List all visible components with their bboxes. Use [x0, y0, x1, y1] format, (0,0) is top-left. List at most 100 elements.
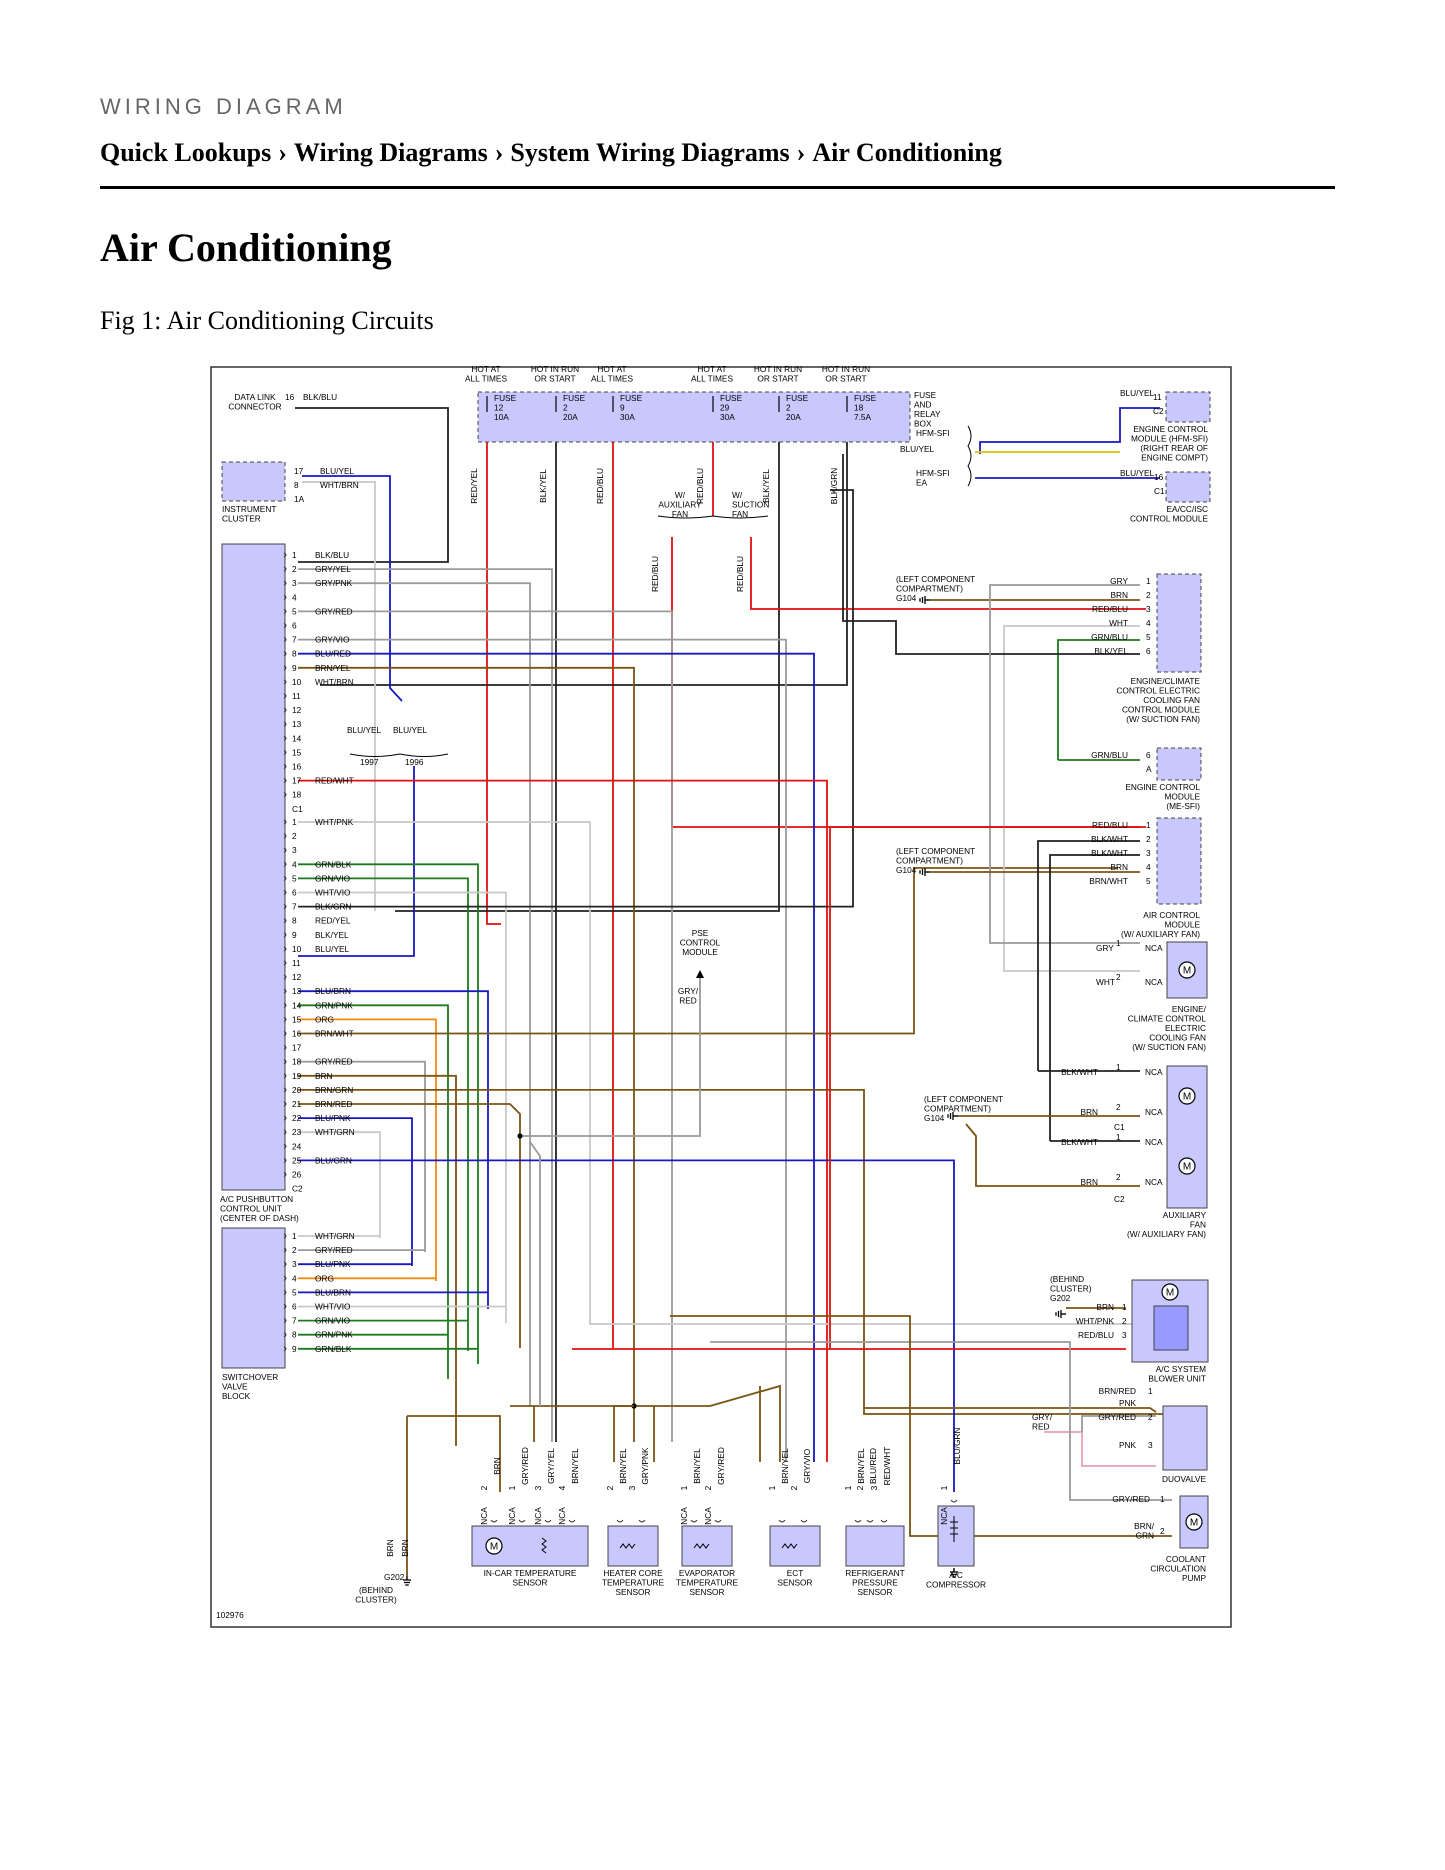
pin-number: 2: [1148, 1412, 1153, 1422]
pin-terminal: [283, 819, 287, 825]
wire-gry-pnk: [298, 582, 531, 1406]
wire-label: BLK/WHT: [1091, 848, 1128, 858]
pin-terminal: [690, 1519, 698, 1523]
sensor-5: [937, 1505, 975, 1567]
pin-number: 16: [1154, 472, 1164, 482]
wire-label: BLU/GRN: [952, 1428, 962, 1465]
wire-blk-grn: [320, 442, 848, 686]
pin-number: 2: [292, 564, 297, 574]
wire-label: GRN/VIO: [315, 1316, 351, 1326]
wire-grn-blu: [1057, 639, 1140, 760]
wire-label: BLU/RED: [315, 649, 351, 659]
pin-number: 5: [1146, 632, 1151, 642]
pin-terminal: [854, 1519, 862, 1523]
pin-number: 8: [294, 480, 299, 490]
wire-label: BLK/YEL: [315, 930, 349, 940]
pin-number: 1: [1116, 938, 1121, 948]
year-label: 1996: [405, 757, 424, 767]
pin-number: 12: [292, 972, 302, 982]
pin-terminal: [616, 1519, 624, 1523]
wire-gry-vio: [298, 638, 787, 1462]
breadcrumb-quick-lookups[interactable]: Quick Lookups: [100, 138, 272, 167]
wire-label: WHT/BRN: [320, 480, 359, 490]
pin-number: 16: [292, 1029, 302, 1039]
breadcrumb-air-conditioning[interactable]: Air Conditioning: [812, 138, 1002, 167]
connector-label: C2: [1114, 1194, 1125, 1204]
pin-number: 4: [1146, 618, 1151, 628]
wire-brn-yel: [298, 666, 635, 1442]
pin-terminal: [283, 1157, 287, 1163]
sensor-4: [845, 1525, 905, 1567]
wire-label: BRN: [1110, 590, 1128, 600]
pin-terminal: [283, 1261, 287, 1267]
wire-label: WHT/PNK: [1076, 1316, 1115, 1326]
pin-number: 4: [292, 592, 297, 602]
wire-blu-pnk: [298, 1117, 413, 1266]
nca-label: NCA: [679, 1507, 689, 1525]
wire-wht: [1003, 625, 1140, 972]
motor-symbol: M: [1183, 1162, 1191, 1173]
pin-number: 4: [557, 1485, 567, 1490]
year-label: 1997: [360, 757, 379, 767]
pin-number: 5: [292, 606, 297, 616]
wire-grn-vio: [298, 877, 469, 1351]
ecm-hfm-sfi: [1165, 391, 1211, 423]
pin-terminal: [283, 833, 287, 839]
figure-caption: Fig 1: Air Conditioning Circuits: [100, 306, 434, 335]
year-brace: [349, 753, 449, 757]
wire-label: BRN: [400, 1539, 410, 1557]
pin-number: 4: [1146, 862, 1151, 872]
wire-label: BLK/YEL: [761, 469, 771, 503]
wire-blk-wht: [1049, 854, 1140, 1141]
pin-number: 1: [939, 1485, 949, 1490]
pin-terminal: [283, 721, 287, 727]
pin-number: 4: [292, 859, 297, 869]
wire-grn-blk: [298, 863, 479, 1364]
breadcrumb-system-wiring-diagrams[interactable]: System Wiring Diagrams: [510, 138, 790, 167]
connector-label: C1: [1114, 1122, 1125, 1132]
breadcrumb-wiring-diagrams[interactable]: Wiring Diagrams: [293, 138, 488, 167]
wire-brn-yel: [709, 1384, 781, 1462]
wire-blk-yel: [842, 454, 1140, 655]
pin-number: 3: [627, 1485, 637, 1490]
wire-label: BLU/YEL: [320, 466, 355, 476]
wire-label: BRN/YEL: [570, 1448, 580, 1484]
wire-label: BLK/WHT: [1061, 1137, 1098, 1147]
pin-terminal: [778, 1519, 786, 1523]
wire-label: WHT/BRN: [315, 677, 354, 687]
pin-terminal: [638, 1519, 646, 1523]
pin-number: 8: [292, 1330, 297, 1340]
breadcrumb: Quick Lookups›Wiring Diagrams›System Wir…: [100, 138, 1002, 168]
connector-label: C1: [292, 804, 303, 814]
wire-label: BRN/RED: [315, 1099, 352, 1109]
wire-label: BLK/WHT: [1061, 1067, 1098, 1077]
pin-terminal: [283, 1059, 287, 1065]
wire-wht-vio: [298, 891, 507, 1323]
wire-gry-red: [298, 1060, 426, 1252]
motor-symbol: M: [1190, 1518, 1198, 1529]
ecm-me-sfi: [1156, 747, 1202, 781]
pin-terminal: [518, 1519, 526, 1523]
wire-org: [298, 1018, 437, 1281]
wire-label: BRN/RED: [1099, 1386, 1136, 1396]
pin-number: 1: [1160, 1494, 1165, 1504]
pin-number: 1: [292, 817, 297, 827]
wire-label: BRN: [1096, 1302, 1114, 1312]
wire-label: BRN/YEL: [856, 1448, 866, 1484]
wire-wht-brn: [302, 481, 376, 911]
pin-terminal: [283, 1073, 287, 1079]
pin-terminal: [866, 1519, 874, 1523]
